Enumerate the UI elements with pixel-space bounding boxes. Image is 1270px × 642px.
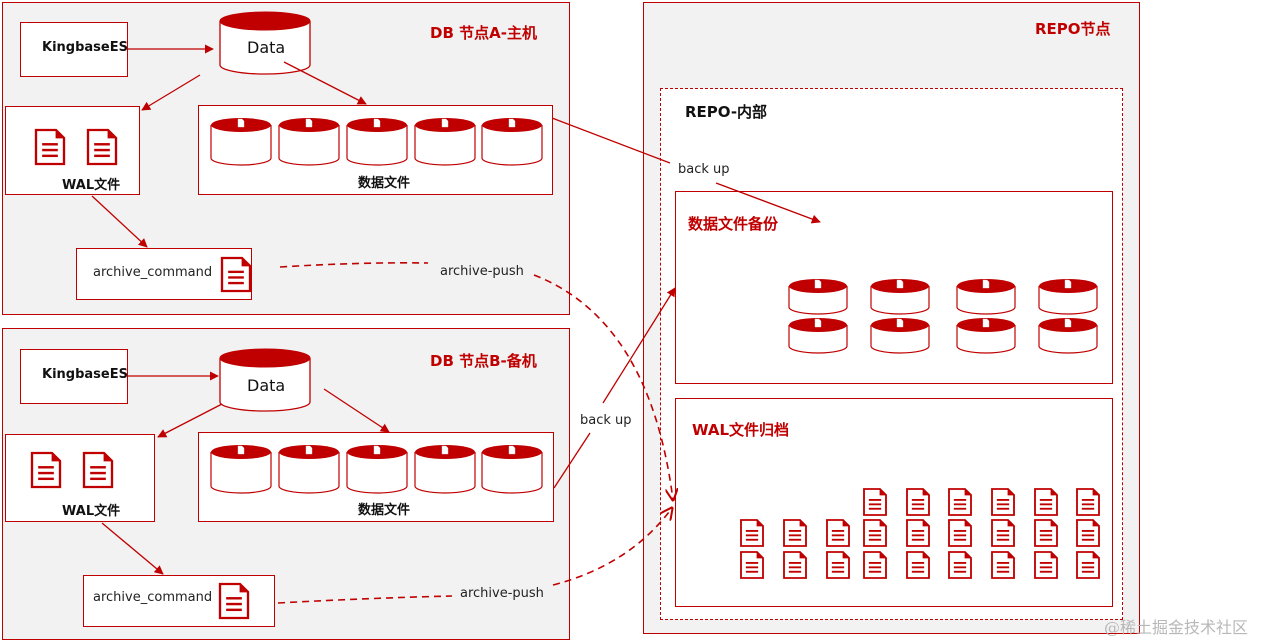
node-b-datafile-database-icon bbox=[346, 445, 408, 494]
repo-wal-file-icon bbox=[1076, 488, 1100, 516]
archive-push-edge-b-arrow bbox=[552, 508, 672, 586]
repo-wal-file-icon bbox=[783, 551, 807, 579]
repo-wal-file-icon bbox=[948, 488, 972, 516]
repo-wal-file-icon bbox=[906, 551, 930, 579]
repo-backup-database-icon bbox=[1038, 318, 1098, 354]
archive-push-edge-a-arrow bbox=[533, 274, 673, 500]
repo-wal-file-icon bbox=[1034, 551, 1058, 579]
node-b-datafile-database-icon bbox=[414, 445, 476, 494]
backup-label-a: back up bbox=[678, 162, 730, 177]
watermark: @稀土掘金技术社区 bbox=[1104, 618, 1249, 637]
repo-wal-file-icon bbox=[1034, 488, 1058, 516]
node-a-datafiles-label: 数据文件 bbox=[358, 176, 411, 191]
node-b-datafile-database-icon bbox=[210, 445, 272, 494]
repo-wal-file-icon bbox=[783, 519, 807, 547]
node-a-data-label: Data bbox=[247, 38, 286, 57]
arrow-data-to-wal-b bbox=[157, 403, 223, 438]
repo-backup-database-icon bbox=[956, 279, 1016, 315]
repo-wal-file-icon bbox=[826, 551, 850, 579]
repo-backup-database-icon bbox=[870, 279, 930, 315]
archive-push-edge-b bbox=[277, 595, 453, 604]
node-a-app-box bbox=[20, 22, 128, 77]
repo-wal-file-icon bbox=[863, 488, 887, 516]
backup-edge-a bbox=[551, 117, 671, 164]
repo-wal-file-icon bbox=[991, 488, 1015, 516]
repo-wal-file-icon bbox=[863, 519, 887, 547]
backup-edge-a-arrow bbox=[715, 182, 821, 224]
backup-edge-b-arrow bbox=[602, 287, 676, 404]
repo-wal-file-icon bbox=[906, 519, 930, 547]
repo-wal-file-icon bbox=[740, 551, 764, 579]
arrow-wal-to-archive-a bbox=[91, 195, 148, 248]
node-b-wal-label: WAL文件 bbox=[62, 504, 121, 519]
node-a-archive-label: archive_command bbox=[93, 265, 213, 280]
node-b-wal-box bbox=[5, 434, 155, 522]
node-a-archive-file-icon bbox=[220, 256, 252, 293]
arrow-data-to-files-a bbox=[283, 61, 367, 105]
node-a-datafile-database-icon bbox=[278, 118, 340, 166]
node-b-title: DB 节点B-备机 bbox=[430, 352, 537, 370]
archive-push-edge-a bbox=[279, 262, 429, 268]
archive-push-label-b: archive-push bbox=[460, 586, 544, 601]
repo-wal-file-icon bbox=[826, 519, 850, 547]
repo-wal-file-icon bbox=[991, 519, 1015, 547]
repo-title: REPO节点 bbox=[1035, 20, 1111, 38]
repo-wal-file-icon bbox=[906, 488, 930, 516]
node-a-datafile-database-icon bbox=[481, 118, 543, 166]
node-b-archive-file-icon bbox=[218, 582, 250, 620]
node-b-app-box bbox=[20, 349, 128, 404]
node-b-datafiles-label: 数据文件 bbox=[358, 503, 411, 518]
arrow-data-to-files-b bbox=[323, 388, 390, 433]
node-b-wal-file-icon bbox=[30, 451, 62, 489]
repo-backup-database-icon bbox=[870, 318, 930, 354]
repo-wal-file-icon bbox=[1076, 551, 1100, 579]
backup-edge-b bbox=[553, 432, 591, 489]
node-b-data-label: Data bbox=[247, 376, 286, 395]
repo-backup-database-icon bbox=[1038, 279, 1098, 315]
node-b-archive-label: archive_command bbox=[93, 590, 213, 605]
repo-wal-file-icon bbox=[863, 551, 887, 579]
node-b-datafile-database-icon bbox=[481, 445, 543, 494]
repo-wal-file-icon bbox=[1076, 519, 1100, 547]
node-a-title: DB 节点A-主机 bbox=[430, 24, 537, 42]
repo-backup-database-icon bbox=[788, 318, 848, 354]
node-b-datafile-database-icon bbox=[278, 445, 340, 494]
node-a-wal-file-icon bbox=[86, 128, 118, 166]
node-a-data-database-icon bbox=[219, 11, 311, 75]
repo-wal-file-icon bbox=[1034, 519, 1058, 547]
arrow-wal-to-archive-b bbox=[101, 522, 164, 575]
node-b-app-label: KingbaseES bbox=[42, 367, 128, 382]
node-a-datafile-database-icon bbox=[414, 118, 476, 166]
repo-inner-title: REPO-内部 bbox=[685, 103, 768, 121]
node-a-datafile-database-icon bbox=[210, 118, 272, 166]
node-b-data-database-icon bbox=[219, 348, 311, 412]
repo-backup-database-icon bbox=[956, 318, 1016, 354]
arrow-data-to-wal-a bbox=[141, 74, 201, 111]
repo-wal-title: WAL文件归档 bbox=[692, 421, 790, 439]
backup-label-b: back up bbox=[580, 413, 632, 428]
node-b-wal-file-icon bbox=[82, 451, 114, 489]
repo-wal-file-icon bbox=[948, 551, 972, 579]
repo-wal-file-icon bbox=[948, 519, 972, 547]
repo-backup-database-icon bbox=[788, 279, 848, 315]
repo-wal-file-icon bbox=[740, 519, 764, 547]
node-a-app-label: KingbaseES bbox=[42, 40, 128, 55]
repo-backup-title: 数据文件备份 bbox=[688, 215, 779, 233]
node-a-wal-box bbox=[5, 106, 140, 195]
repo-wal-file-icon bbox=[991, 551, 1015, 579]
node-a-datafile-database-icon bbox=[346, 118, 408, 166]
archive-push-label-a: archive-push bbox=[440, 264, 524, 279]
node-a-wal-file-icon bbox=[34, 128, 66, 166]
node-a-wal-label: WAL文件 bbox=[62, 178, 121, 193]
